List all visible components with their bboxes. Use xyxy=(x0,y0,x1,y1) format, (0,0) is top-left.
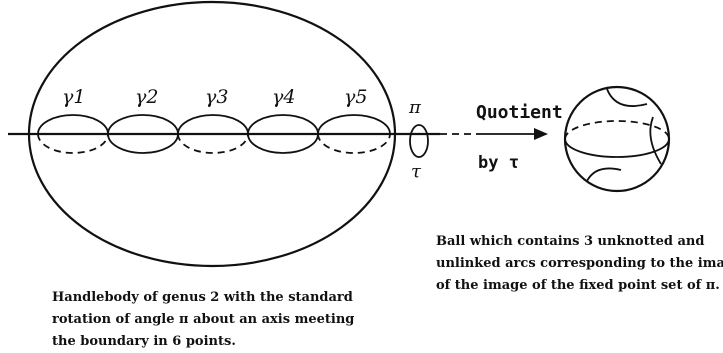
ball-arc-1 xyxy=(606,88,648,107)
loop-5-lower xyxy=(317,133,391,154)
handlebody-caption-line-2: rotation of angle π about an axis meetin… xyxy=(52,312,354,327)
ball-arc-2 xyxy=(649,116,662,165)
handlebody-caption-line-3: the boundary in 6 points. xyxy=(52,334,236,349)
gamma-2-label: γ2 xyxy=(135,86,158,108)
tau-label: τ xyxy=(411,161,422,182)
ball-equator-back xyxy=(564,120,670,140)
ball-arc-3 xyxy=(586,167,622,182)
loop-3-lower xyxy=(177,133,249,154)
ball-caption-line-1: Ball which contains 3 unknotted and xyxy=(436,234,704,249)
quotient-ball xyxy=(563,85,671,193)
handlebody-caption-line-1: Handlebody of genus 2 with the standard xyxy=(52,290,353,305)
quotient-arrowhead xyxy=(534,128,548,140)
pi-label: π xyxy=(408,97,422,118)
genus-loops xyxy=(37,114,391,154)
by-tau-label: by τ xyxy=(478,153,519,173)
loop-2-lower xyxy=(107,133,179,154)
gamma-4-label: γ4 xyxy=(272,86,295,108)
ball-caption-line-2: unlinked arcs corresponding to the image xyxy=(436,256,723,271)
ball-caption-line-3: of the image of the fixed point set of π… xyxy=(436,278,720,293)
loop-5-upper xyxy=(317,114,391,135)
loop-4-lower xyxy=(247,133,319,154)
loop-1-lower xyxy=(37,133,109,154)
loop-4-upper xyxy=(247,114,319,135)
gamma-3-label: γ3 xyxy=(205,86,228,108)
loop-2-upper xyxy=(107,114,179,135)
gamma-1-label: γ1 xyxy=(62,86,85,108)
ball-equator-front xyxy=(564,138,670,158)
loop-1-upper xyxy=(37,114,109,135)
gamma-5-label: γ5 xyxy=(344,86,367,108)
loop-3-upper xyxy=(177,114,249,135)
rotation-circle xyxy=(409,124,429,158)
quotient-label: Quotient xyxy=(476,102,563,123)
